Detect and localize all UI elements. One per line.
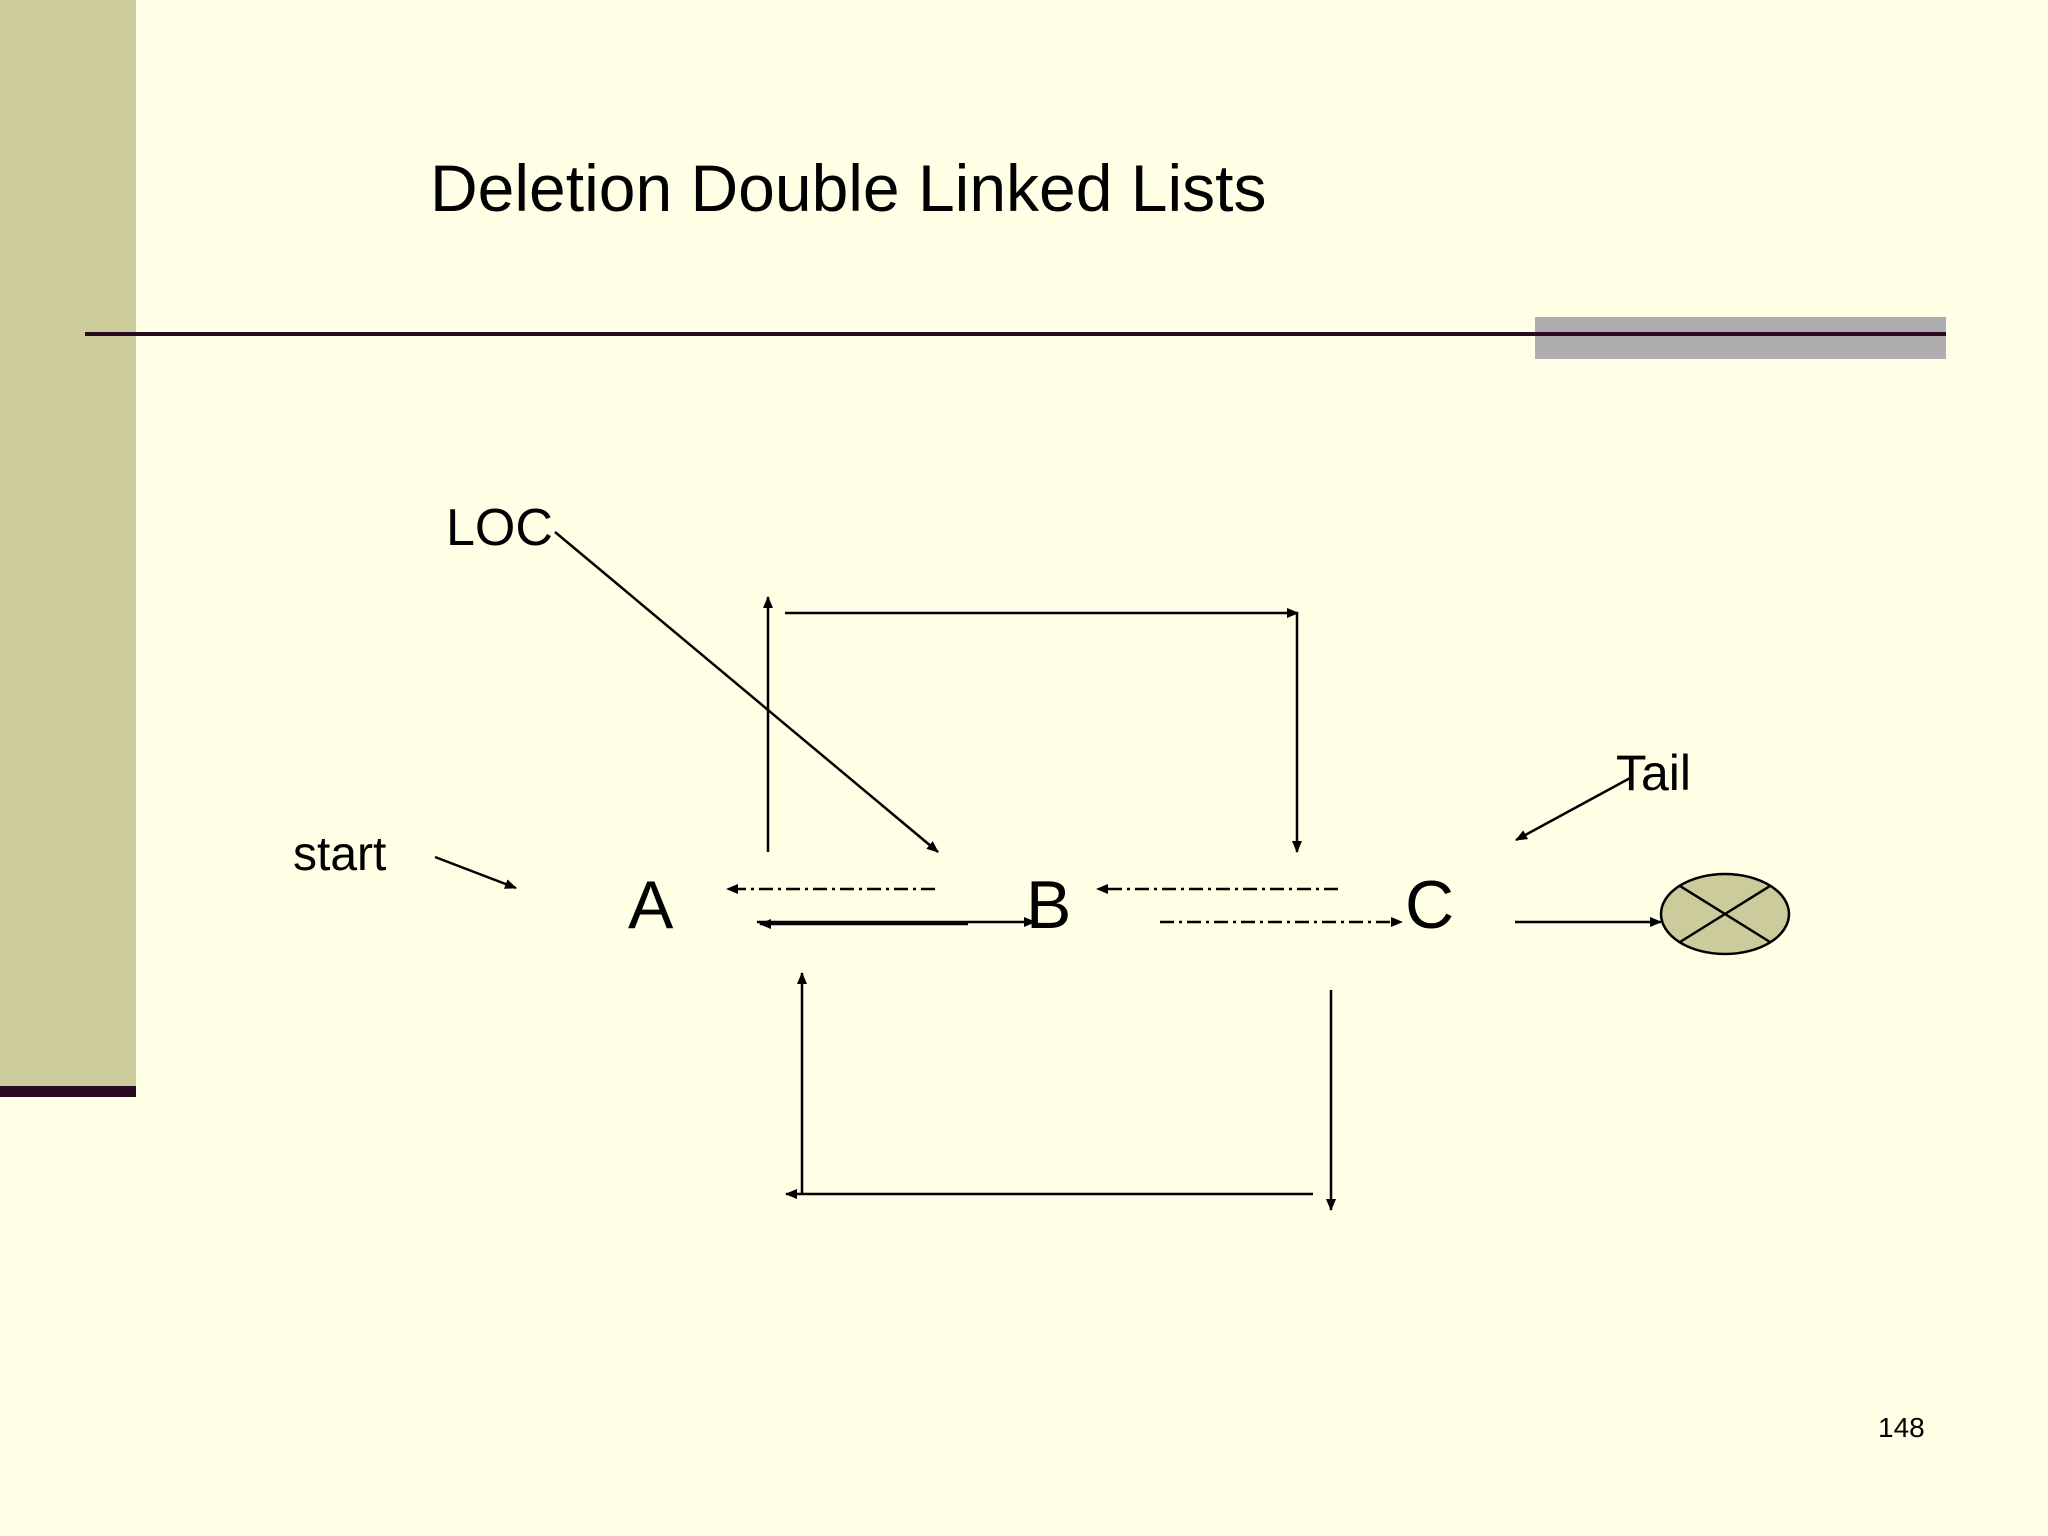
start-label: start [293,828,386,881]
page-number: 148 [1878,1412,1925,1443]
side-bar-edge [0,1086,136,1097]
loc-pointer-arrow [554,531,939,853]
node-a-label: A [628,867,674,943]
null-terminator-icon [1659,872,1791,956]
title-rule [85,332,1946,336]
loc-label: LOC [446,499,553,557]
node-c-label: C [1405,867,1454,943]
side-bar [0,0,136,1088]
slide-title: Deletion Double Linked Lists [430,151,1267,225]
tail-label: Tail [1616,745,1691,801]
node-b-label: B [1026,867,1071,943]
tail-pointer-arrow [1515,775,1633,842]
start-pointer-arrow [434,855,517,890]
title-rule-accent [1535,317,1946,359]
